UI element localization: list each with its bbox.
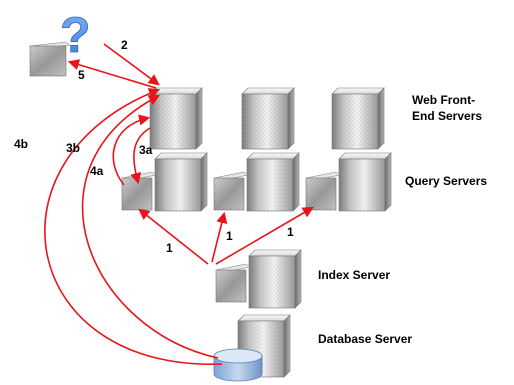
arrow-step-1-mid [211,211,228,263]
question-mark-icon: ? [60,7,91,63]
server-icon [241,87,295,150]
server-icon [149,87,203,150]
arrow-step-3b [81,94,219,359]
database-icon [213,348,263,382]
query-disk-2 [213,171,249,211]
arrow-step-3a [130,127,151,185]
step-label-1-left: 1 [166,241,173,255]
client-computer [29,41,71,77]
index-server [248,249,302,309]
tier-label-database: Database Server [318,332,412,346]
arrow-step-5 [67,59,157,89]
step-label-2: 2 [121,38,128,52]
query-server-1 [154,152,208,212]
arrow-step-4a [112,114,151,186]
server-icon [331,87,385,150]
tier-label-index: Index Server [318,268,390,282]
step-label-4b: 4b [14,137,28,151]
arrows [44,43,314,365]
web-server-2 [241,87,295,150]
server-icon [154,152,208,212]
index-disk [215,263,251,303]
server-icon [338,152,392,212]
server-icon [246,152,300,212]
server-icon [248,249,302,309]
arrow-step-4b [44,88,223,365]
web-server-1 [149,87,203,150]
arrow-step-2 [103,43,160,86]
step-label-1-mid: 1 [226,229,233,243]
tier-label-query: Query Servers [405,174,487,188]
arrow-step-1-right [215,206,314,265]
step-label-5: 5 [78,68,85,82]
step-label-3b: 3b [66,141,80,155]
step-label-3a: 3a [139,143,153,157]
query-server-3 [338,152,392,212]
query-disk-1 [121,171,157,211]
arrow-step-1-left [138,208,209,265]
query-server-2 [246,152,300,212]
query-disk-3 [305,171,341,211]
tier-label-web-front-end-line1: Web Front- [412,93,475,107]
web-server-3 [331,87,385,150]
tier-label-web-front-end-line2: End Servers [412,109,482,123]
step-label-1-right: 1 [287,225,294,239]
step-label-4a: 4a [90,164,104,178]
